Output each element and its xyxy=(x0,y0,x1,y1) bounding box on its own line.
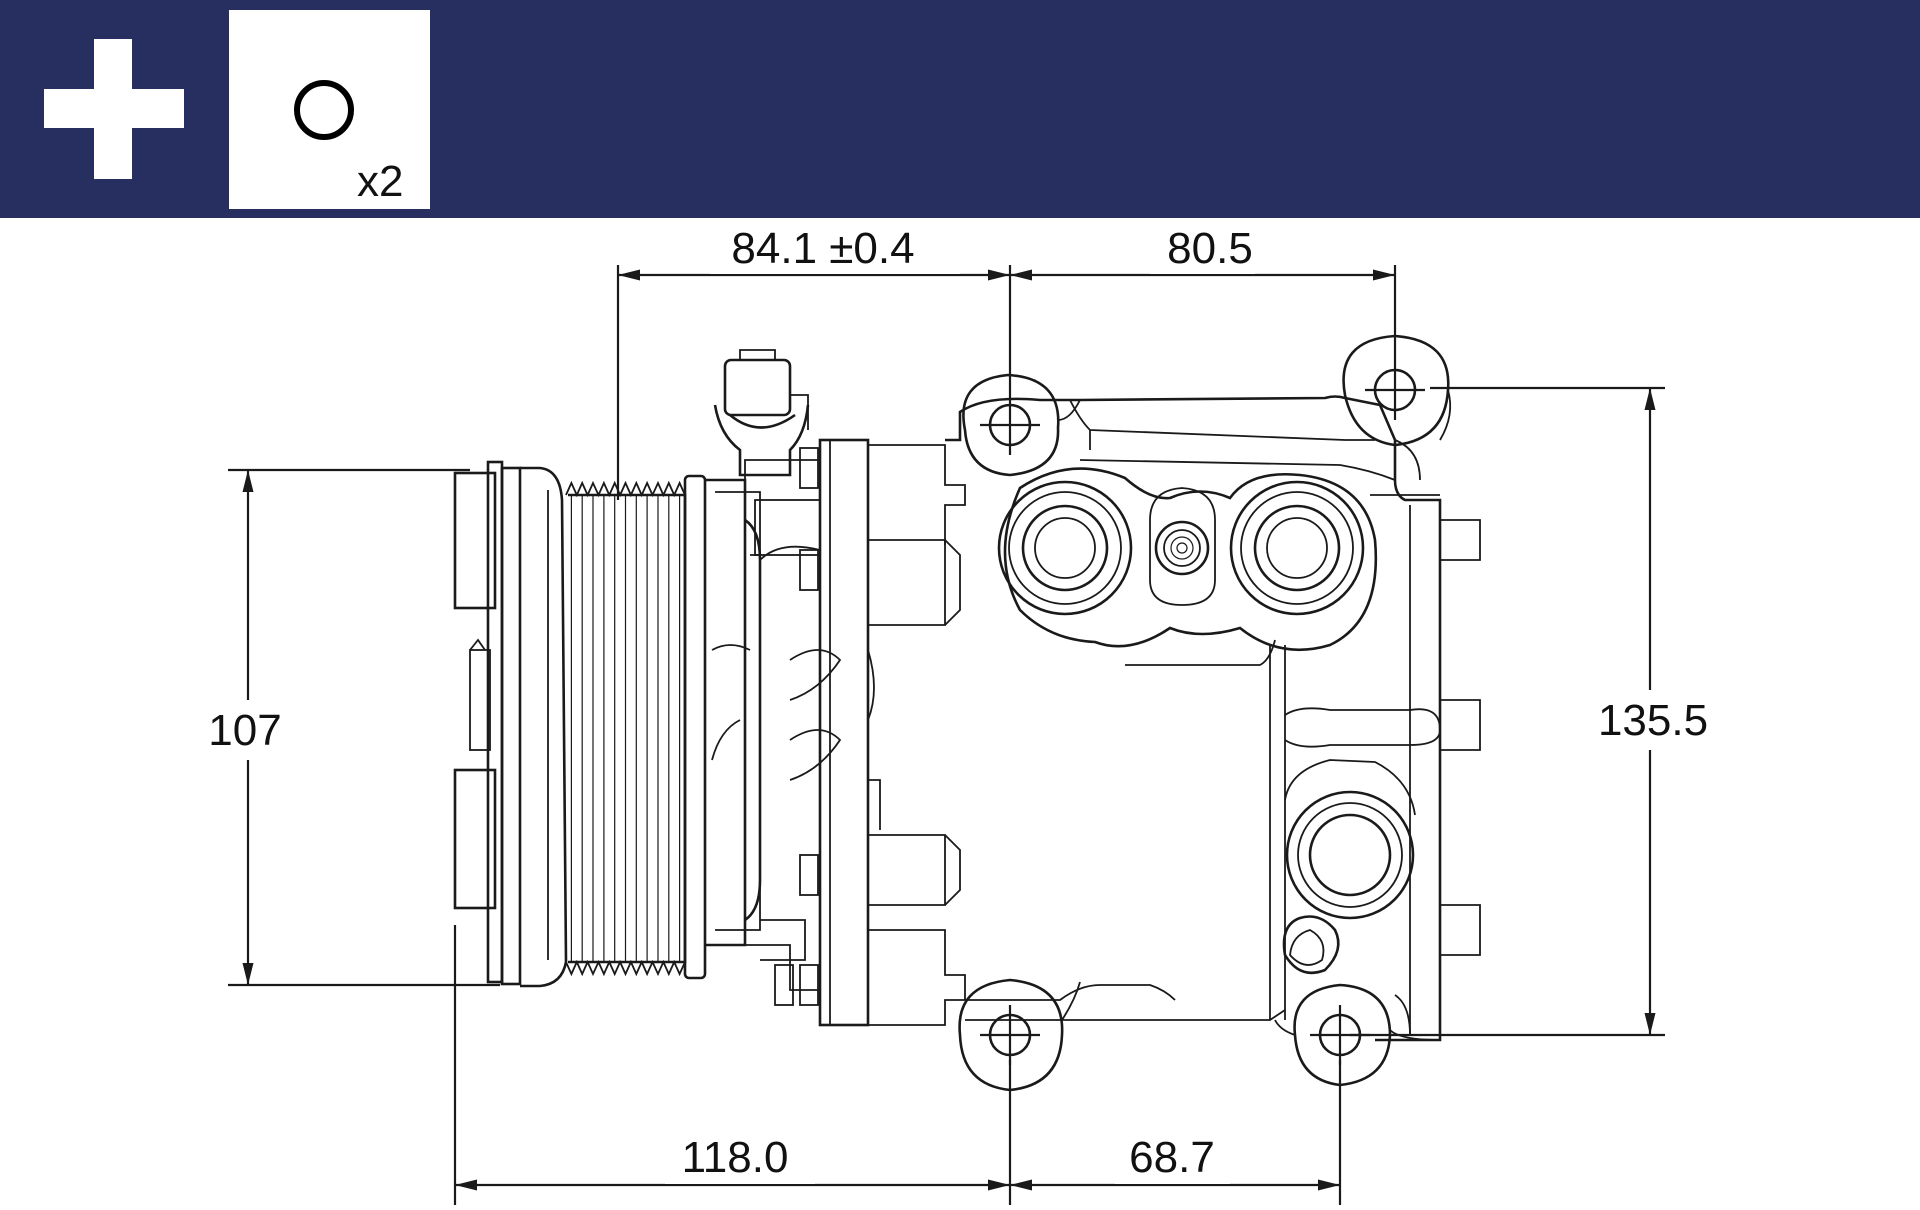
dimension-top-left: 84.1 ±0.4 xyxy=(731,224,914,273)
included-parts-box: x2 xyxy=(229,10,430,209)
small-plug xyxy=(1282,915,1340,975)
dimension-bottom-left: 118.0 xyxy=(682,1133,789,1182)
dimension-lines xyxy=(228,265,1665,1205)
center-lines xyxy=(980,360,1425,1065)
dimension-left-height: 107 xyxy=(208,706,281,755)
clutch-housing xyxy=(705,349,821,1006)
clutch-pulley xyxy=(453,460,707,988)
discharge-port xyxy=(1229,480,1365,616)
center-valve xyxy=(1149,487,1216,606)
plus-icon xyxy=(44,39,184,179)
pulley-grooves xyxy=(565,480,686,977)
dimension-top-right: 80.5 xyxy=(1167,224,1253,273)
dimension-right-height: 135.5 xyxy=(1598,696,1708,745)
front-flange xyxy=(789,438,966,1027)
o-ring-icon xyxy=(294,80,354,140)
o-ring-quantity: x2 xyxy=(357,157,404,206)
header-bar: x2 xyxy=(0,0,1920,218)
dimension-bottom-right: 68.7 xyxy=(1129,1133,1215,1182)
compressor-body xyxy=(945,395,1481,1042)
compressor-drawing: 84.1 ±0.4 80.5 107 135.5 118.0 68.7 xyxy=(195,224,1720,1205)
suction-port xyxy=(997,480,1133,616)
rear-port xyxy=(1284,759,1416,920)
